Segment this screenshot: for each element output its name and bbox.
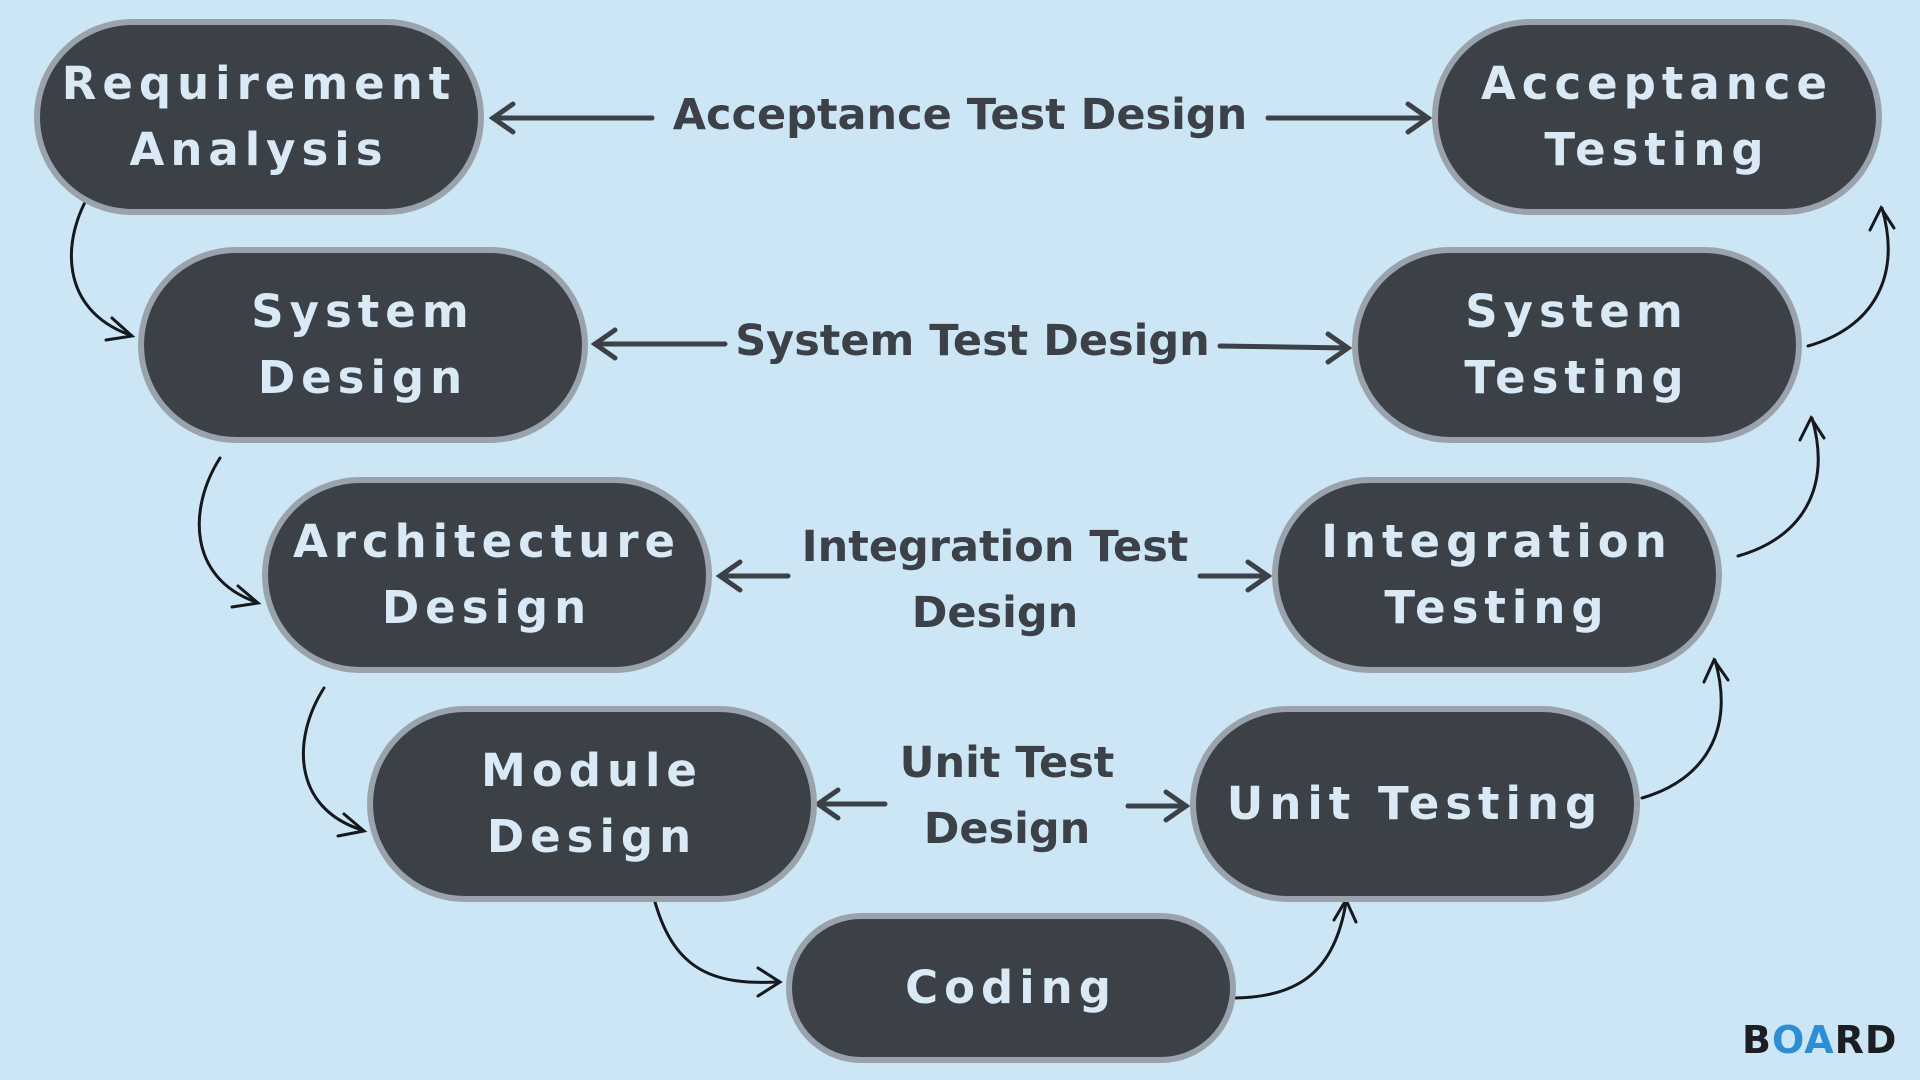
arrowhead-integration-right (1245, 559, 1273, 593)
flow-system-to-arch-head (230, 584, 262, 609)
system-design-label: System Design (251, 285, 475, 404)
flow-integration-to-system-head (1798, 414, 1826, 442)
unit-testing-label: Unit Testing (1226, 777, 1604, 830)
acceptance-testing-node: Acceptance Testing (1432, 19, 1882, 215)
arrowhead-integration-left (715, 559, 743, 593)
requirement-analysis-node: Requirement Analysis (34, 19, 484, 215)
arrowhead-unit-left (813, 787, 841, 821)
architecture-design-node: Architecture Design (262, 477, 712, 673)
flow-system-to-acceptance (1806, 206, 1890, 348)
flow-module-to-coding (653, 900, 780, 984)
flow-unit-to-integration-head (1702, 656, 1730, 684)
logo-mark: OA (1771, 1018, 1835, 1062)
unit-test-design-label: Unit Test Design (899, 738, 1115, 854)
acceptance-test-design-label: Acceptance Test Design (672, 90, 1248, 140)
logo-prefix: B (1742, 1018, 1772, 1062)
arrowhead-acceptance-left (488, 101, 516, 135)
arrowhead-system-right (1325, 331, 1353, 365)
system-test-design-label: System Test Design (735, 316, 1210, 366)
arrowhead-acceptance-right (1405, 101, 1433, 135)
system-testing-node: System Testing (1352, 247, 1802, 443)
integration-testing-label: Integration Testing (1321, 515, 1673, 634)
flow-coding-to-unit (1230, 900, 1348, 1000)
coding-node: Coding (786, 913, 1236, 1063)
flow-req-to-system (69, 188, 132, 337)
module-design-label: Module Design (481, 744, 703, 863)
logo-suffix: RD (1834, 1018, 1898, 1062)
flow-unit-to-integration (1640, 658, 1723, 800)
flow-system-to-arch (197, 456, 258, 604)
flow-arch-to-module-head (336, 812, 368, 838)
module-design-node: Module Design (367, 706, 817, 902)
board-logo: BOARD (1742, 1018, 1897, 1062)
flow-system-to-acceptance-head (1868, 204, 1896, 232)
system-testing-label: System Testing (1464, 285, 1690, 404)
system-design-node: System Design (138, 247, 588, 443)
integration-test-design-label: Integration Test Design (801, 522, 1189, 638)
acceptance-testing-label: Acceptance Testing (1480, 57, 1834, 176)
flow-req-to-system-head (104, 316, 136, 342)
arrow-system-right (1217, 343, 1351, 351)
flow-integration-to-system (1736, 416, 1820, 558)
flow-arch-to-module (301, 686, 364, 832)
unit-testing-node: Unit Testing (1190, 706, 1640, 902)
coding-label: Coding (905, 961, 1117, 1014)
arrowhead-unit-right (1163, 789, 1191, 823)
flow-module-to-coding-head (756, 966, 783, 998)
arrowhead-system-left (590, 327, 618, 361)
architecture-design-label: Architecture Design (292, 515, 682, 634)
requirement-analysis-label: Requirement Analysis (61, 57, 457, 176)
integration-testing-node: Integration Testing (1272, 477, 1722, 673)
